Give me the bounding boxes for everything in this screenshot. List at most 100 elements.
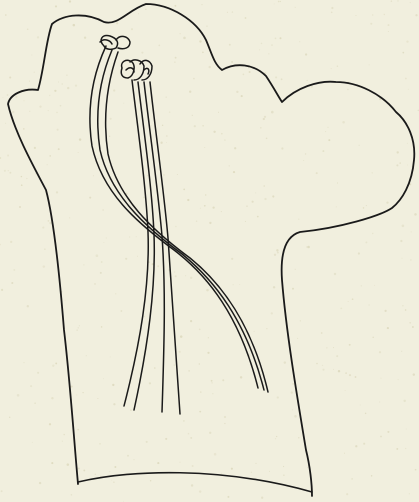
paper-speckle xyxy=(166,135,168,137)
paper-speckle xyxy=(157,462,159,464)
paper-speckle xyxy=(77,429,79,431)
paper-speckle xyxy=(209,222,211,224)
paper-speckle xyxy=(405,78,407,80)
paper-speckle xyxy=(103,242,104,243)
paper-speckle xyxy=(78,467,80,469)
paper-speckle xyxy=(298,219,299,220)
paper-speckle xyxy=(211,382,212,383)
paper-speckle xyxy=(305,53,307,55)
paper-speckle xyxy=(410,259,411,260)
paper-speckle xyxy=(411,231,412,232)
paper-speckle xyxy=(160,142,162,144)
paper-speckle xyxy=(307,467,308,468)
paper-speckle xyxy=(280,37,282,39)
paper-speckle xyxy=(9,172,11,174)
paper-speckle xyxy=(229,44,231,46)
paper-speckle xyxy=(414,213,417,216)
paper-speckle xyxy=(292,288,294,290)
paper-speckle xyxy=(396,448,398,450)
paper-speckle xyxy=(214,453,217,456)
paper-speckle xyxy=(233,284,234,285)
paper-speckle xyxy=(386,201,388,203)
paper-speckle xyxy=(336,206,337,207)
paper-speckle xyxy=(291,391,293,393)
paper-speckle xyxy=(266,138,268,140)
paper-speckle xyxy=(412,326,414,328)
paper-speckle xyxy=(294,415,297,418)
paper-speckle xyxy=(359,145,360,146)
paper-speckle xyxy=(409,322,411,324)
paper-speckle xyxy=(127,455,129,457)
paper-speckle xyxy=(190,320,192,322)
paper-speckle xyxy=(158,45,160,47)
paper-speckle xyxy=(78,327,79,328)
paper-speckle xyxy=(103,378,104,379)
paper-speckle xyxy=(271,312,273,314)
paper-speckle xyxy=(79,138,81,140)
paper-speckle xyxy=(271,111,274,114)
paper-speckle xyxy=(7,94,9,96)
paper-speckle xyxy=(146,441,148,443)
paper-speckle xyxy=(86,355,87,356)
paper-speckle xyxy=(371,475,372,476)
paper-speckle xyxy=(113,481,115,483)
paper-speckle xyxy=(101,326,103,328)
paper-speckle xyxy=(23,100,24,101)
paper-speckle xyxy=(17,394,20,397)
paper-speckle xyxy=(101,261,103,263)
paper-speckle xyxy=(252,201,254,203)
paper-speckle xyxy=(224,416,226,418)
paper-speckle xyxy=(180,335,183,338)
paper-speckle xyxy=(113,403,115,405)
paper-speckle xyxy=(231,468,233,470)
paper-speckle xyxy=(183,189,185,191)
paper-speckle xyxy=(372,233,373,234)
paper-speckle xyxy=(56,112,58,114)
paper-speckle xyxy=(268,53,269,54)
paper-speckle xyxy=(102,209,103,210)
paper-speckle xyxy=(162,125,163,126)
paper-speckle xyxy=(264,198,266,200)
paper-speckle xyxy=(415,469,417,471)
paper-speckle xyxy=(175,57,177,59)
paper-speckle xyxy=(391,0,393,2)
paper-speckle xyxy=(334,273,336,275)
paper-speckle xyxy=(65,300,66,301)
paper-speckle xyxy=(212,206,214,208)
paper-speckle xyxy=(121,310,123,312)
paper-speckle xyxy=(47,164,48,165)
paper-speckle xyxy=(355,445,357,447)
paper-speckle xyxy=(358,252,360,254)
paper-speckle xyxy=(205,194,206,195)
paper-speckle xyxy=(130,409,132,411)
paper-speckle xyxy=(97,158,98,159)
paper-speckle xyxy=(141,52,143,54)
paper-speckle xyxy=(349,374,351,376)
paper-speckle xyxy=(388,31,389,32)
paper-speckle xyxy=(110,118,112,120)
paper-speckle xyxy=(9,417,10,418)
paper-speckle xyxy=(48,220,50,222)
paper-speckle xyxy=(83,469,85,471)
paper-speckle xyxy=(51,462,53,464)
paper-speckle xyxy=(191,484,193,486)
paper-speckle xyxy=(384,310,386,312)
paper-speckle xyxy=(372,337,373,338)
paper-speckle xyxy=(183,420,185,422)
paper-speckle xyxy=(8,170,9,171)
paper-speckle xyxy=(239,284,240,285)
paper-speckle xyxy=(49,423,51,425)
paper-speckle xyxy=(76,329,77,330)
paper-speckle xyxy=(398,379,399,380)
paper-speckle xyxy=(12,111,14,113)
paper-speckle xyxy=(338,370,340,372)
paper-speckle xyxy=(67,87,69,89)
paper-speckle xyxy=(70,18,71,19)
paper-speckle xyxy=(183,37,186,40)
paper-speckle xyxy=(387,431,389,433)
paper-speckle xyxy=(76,395,77,396)
paper-speckle xyxy=(305,153,306,154)
paper-speckle xyxy=(397,0,398,1)
